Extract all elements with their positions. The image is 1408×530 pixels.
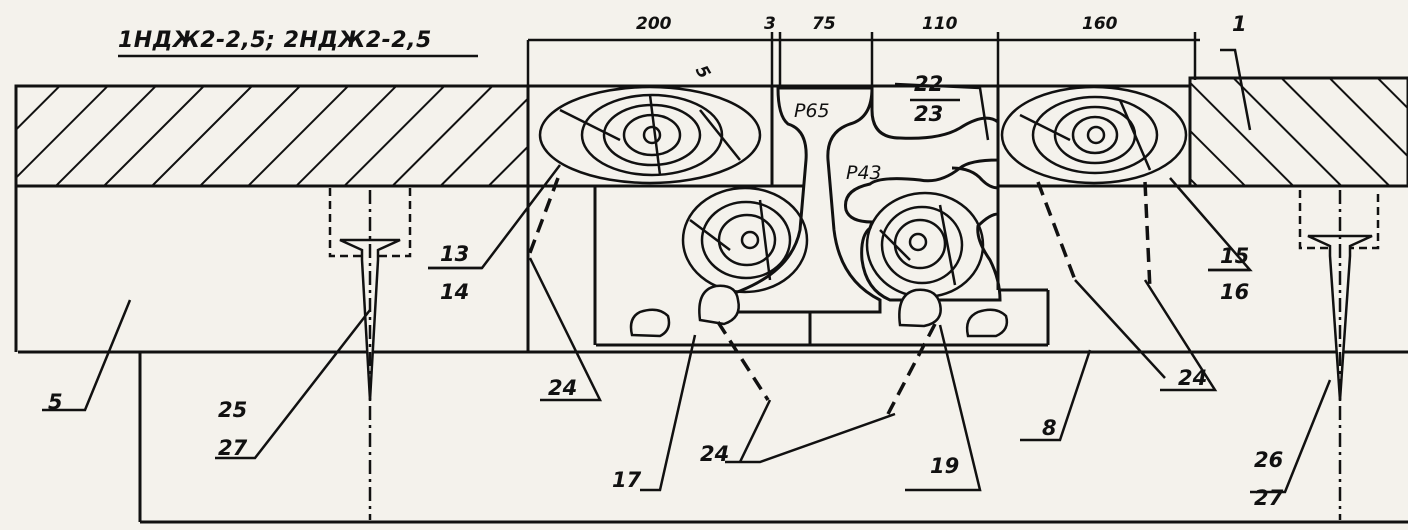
drawing-title: 1НДЖ2-2,5; 2НДЖ2-2,5 [118, 28, 432, 53]
label-13: 13 [440, 242, 470, 266]
dashed-guides [526, 177, 1152, 415]
hatched-beam-right [1188, 76, 1408, 188]
clips [629, 284, 1009, 338]
label-17: 17 [612, 468, 642, 492]
label-25-left: 25 [218, 398, 248, 422]
label-15: 15 [1220, 244, 1250, 268]
label-27-right: 27 [1254, 486, 1284, 510]
label-27-left: 27 [218, 436, 248, 460]
dim-110: 110 [922, 14, 958, 34]
rail-p65 [702, 86, 882, 314]
label-24-left: 24 [548, 376, 578, 400]
label-26-right: 26 [1254, 448, 1284, 472]
label-5: 5 [48, 390, 63, 414]
base-outline [18, 350, 1408, 524]
label-19: 19 [930, 454, 960, 478]
label-16: 16 [1220, 280, 1250, 304]
anchor-bolt-right [1298, 190, 1380, 520]
leader-lines [42, 48, 1332, 494]
rail-label-p65: Р65 [794, 100, 830, 122]
label-14: 14 [440, 280, 470, 304]
label-23: 23 [914, 102, 944, 126]
anchor-bolt-left [328, 188, 412, 520]
dim-3: 3 [764, 14, 776, 34]
pad-block-top-right [1000, 85, 1188, 185]
pad-block-top-left [538, 85, 762, 185]
label-underlines [428, 98, 1250, 272]
dim-200: 200 [636, 14, 672, 34]
dim-160: 160 [1082, 14, 1118, 34]
rail-p43 [844, 109, 1002, 302]
pad-block-bottom-right [865, 191, 985, 299]
label-8: 8 [1042, 416, 1057, 440]
rail-label-p43: Р43 [846, 162, 882, 184]
dimension-line [118, 32, 1200, 88]
label-1: 1 [1232, 12, 1247, 36]
hatched-beam-left [14, 84, 530, 188]
label-22: 22 [914, 72, 944, 96]
label-24-bottom: 24 [700, 442, 730, 466]
pad-block-bottom-left [681, 186, 809, 294]
label-24-right: 24 [1178, 366, 1208, 390]
dim-75: 75 [812, 14, 836, 34]
